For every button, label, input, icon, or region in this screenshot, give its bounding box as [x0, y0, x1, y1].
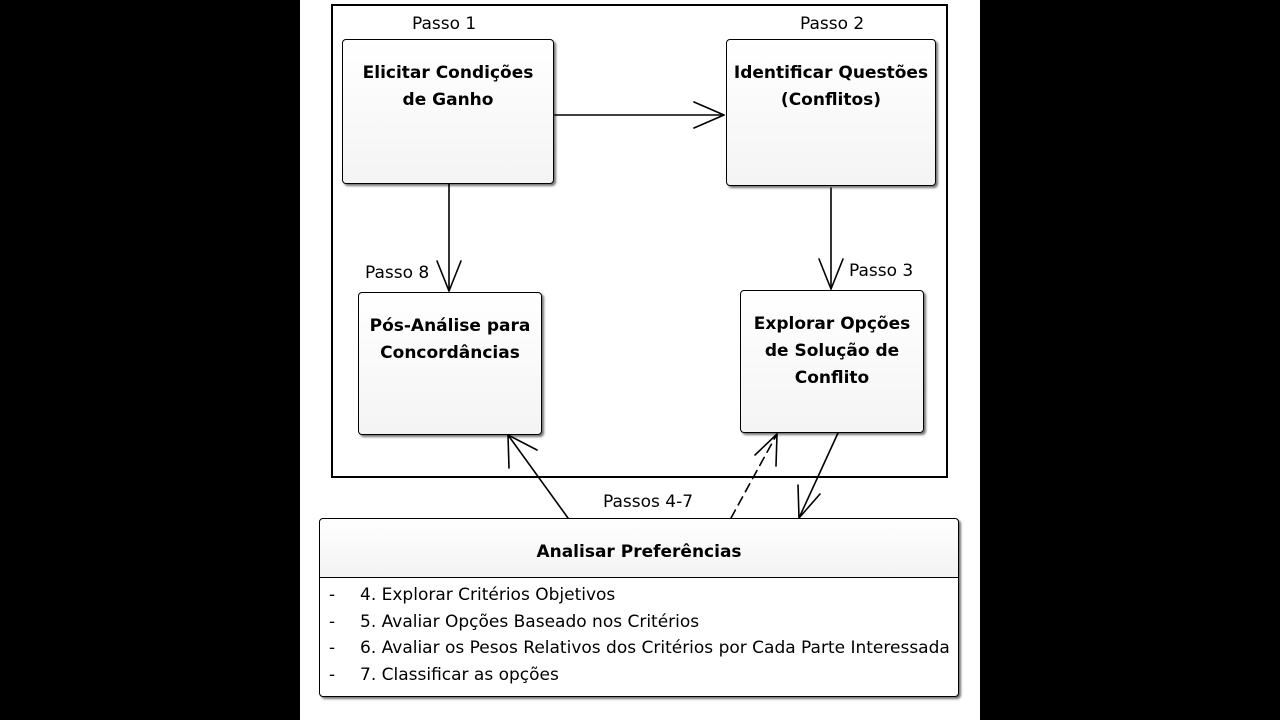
elicit-win-conditions-box: Elicitar Condições de Ganho [342, 39, 554, 184]
list-item: - 7. Classificar as opções [320, 662, 958, 689]
arrow-explore-to-prefs [798, 432, 839, 519]
box-label-line: Elicitar Condições [362, 63, 534, 83]
list-item: - 6. Avaliar os Pesos Relativos dos Crité… [320, 635, 958, 662]
list-dash: - [329, 611, 336, 632]
steps-4-7-label: Passos 4-7 [603, 492, 694, 512]
post-analysis-box: Pós-Análise para Concordâncias [358, 292, 542, 435]
box-label-line: (Conflitos) [780, 90, 882, 110]
list-item-text: 4. Explorar Critérios Objetivos [360, 585, 616, 605]
list-dash: - [329, 664, 336, 685]
step-2-label: Passo 2 [800, 14, 865, 34]
box-label-line: Concordâncias [380, 343, 520, 363]
list-item: - 5. Avaliar Opções Baseado nos Critérios [320, 609, 958, 636]
identify-issues-box: Identificar Questões (Conflitos) [726, 39, 936, 186]
box-label-line: de Ganho [402, 90, 494, 110]
box-label-line: Identificar Questões [733, 63, 929, 83]
step-8-label: Passo 8 [365, 263, 430, 283]
list-dash: - [329, 638, 336, 658]
list-item-text: 6. Avaliar os Pesos Relativos dos Critér… [360, 638, 950, 658]
step-3-label: Passo 3 [849, 261, 914, 281]
box-label-line: Explorar Opções [753, 314, 911, 334]
box-label-line: Pós-Análise para [369, 316, 531, 336]
explore-solution-options-box: Explorar Opções de Solução de Conflito [740, 290, 924, 433]
box-label-line: Conflito [794, 368, 870, 388]
box-label-line: de Solução de [764, 341, 900, 361]
preferences-title: Analisar Preferências [320, 519, 958, 578]
preferences-list: - 4. Explorar Critérios Objetivos - 5. Ava… [320, 578, 958, 688]
analyze-preferences-box: Analisar Preferências - 4. Explorar Crité… [319, 518, 959, 697]
arrowhead-explore [818, 258, 844, 290]
list-item-text: 5. Avaliar Opções Baseado nos Critérios [360, 611, 700, 632]
arrowhead-post-analysis [436, 260, 462, 292]
arrowhead-identify [693, 101, 725, 129]
list-item: - 4. Explorar Critérios Objetivos [320, 582, 958, 609]
arrowhead-explore-dashed [754, 433, 778, 467]
dashed-arrow-prefs-to-explore [730, 433, 778, 519]
process-frame [331, 4, 948, 478]
list-item-text: 7. Classificar as opções [360, 664, 559, 685]
arrow-prefs-to-post-analysis [507, 434, 569, 519]
arrowhead-post-analysis-from-prefs [507, 434, 538, 469]
list-dash: - [329, 585, 336, 605]
step-1-label: Passo 1 [412, 14, 477, 34]
